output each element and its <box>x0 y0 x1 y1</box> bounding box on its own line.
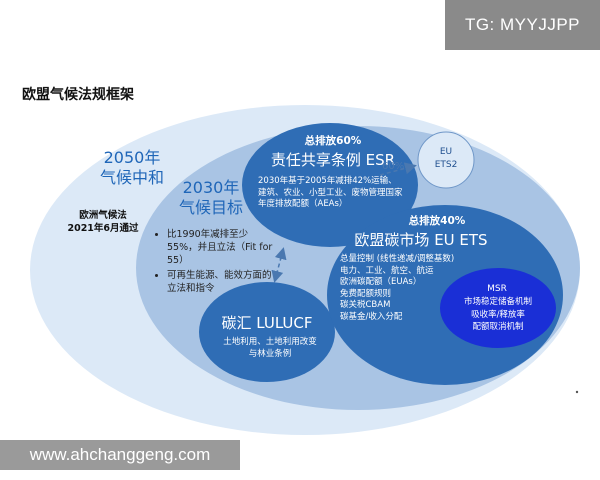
eu-ets2-line2: ETS2 <box>434 160 458 170</box>
lulucf-circle <box>199 282 335 382</box>
msr-body: 市场稳定储备机制 吸收率/释放率 配额取消机制 <box>443 296 553 334</box>
esr-lulucf-arrow <box>271 247 287 283</box>
ets-body: 总量控制 (线性递减/调整基数) 电力、工业、航空、航运 欧洲碳配额（EUAs）… <box>340 254 465 323</box>
eu-ets2-circle <box>417 131 475 189</box>
middle-year-line1: 2030年 <box>182 178 240 197</box>
ets-line: 碳基金/收入分配 <box>340 311 403 322</box>
lulucf-title: 碳汇 LULUCF <box>221 314 313 332</box>
ets-line: 免费配额规则 <box>340 288 392 299</box>
ets-line: 欧洲碳配额（EUAs） <box>340 277 422 287</box>
esr-circle <box>242 123 418 247</box>
outer-year-label: 2050年 气候中和 <box>92 148 172 188</box>
middle-bullet: 比1990年减排至少55%，并且立法（Fit for 55） <box>167 228 273 267</box>
msr-line: 配额取消机制 <box>472 322 524 332</box>
middle-year-line2: 气候目标 <box>178 198 243 217</box>
msr-line: 市场稳定储备机制 <box>463 297 532 307</box>
watermark-url: www.ahchanggeng.com <box>0 440 240 470</box>
outer-year-line1: 2050年 <box>103 148 161 167</box>
outer-law-label: 欧洲气候法 2021年6月通过 <box>58 209 148 235</box>
esr-title: 责任共享条例 ESR <box>270 151 396 169</box>
outer-law-line1: 欧洲气候法 <box>79 210 127 221</box>
dot-marker <box>575 390 579 394</box>
esr-body: 2030年基于2005年减排42%运输、建筑、农业、小型工业、废物管理国家年度排… <box>258 176 403 209</box>
middle-bullets: 比1990年减排至少55%，并且立法（Fit for 55） 可再生能源、能效方… <box>155 228 273 297</box>
msr-line: 吸收率/释放率 <box>471 309 525 320</box>
msr-circle <box>440 268 556 348</box>
lulucf-body: 土地利用、土地利用改变与林业条例 <box>223 337 317 359</box>
msr-title: MSR <box>487 284 507 294</box>
ets-title: 欧盟碳市场 EU ETS <box>354 231 488 249</box>
eu-ets2-line1: EU <box>439 147 453 157</box>
outer-year-line2: 气候中和 <box>99 168 164 187</box>
arrow-label: 60% <box>382 161 405 172</box>
ets-line: 电力、工业、航空、航运 <box>340 265 434 276</box>
ets-line: 碳关税CBAM <box>340 300 391 310</box>
middle-bullet: 可再生能源、能效方面的立法和指令 <box>167 269 273 295</box>
ets-line: 总量控制 (线性递减/调整基数) <box>340 254 455 264</box>
tg-badge: TG: MYYJJPP <box>445 0 600 50</box>
esr-share: 总排放60% <box>304 135 362 147</box>
ets-share: 总排放40% <box>408 215 466 227</box>
esr-to-ets2-arrow <box>379 162 417 176</box>
eu-ets2-label: EU ETS2 <box>416 146 476 172</box>
page-title: 欧盟气候法规框架 <box>22 87 134 103</box>
middle-year-label: 2030年 气候目标 <box>170 178 252 218</box>
outer-law-line2: 2021年6月通过 <box>67 223 139 234</box>
